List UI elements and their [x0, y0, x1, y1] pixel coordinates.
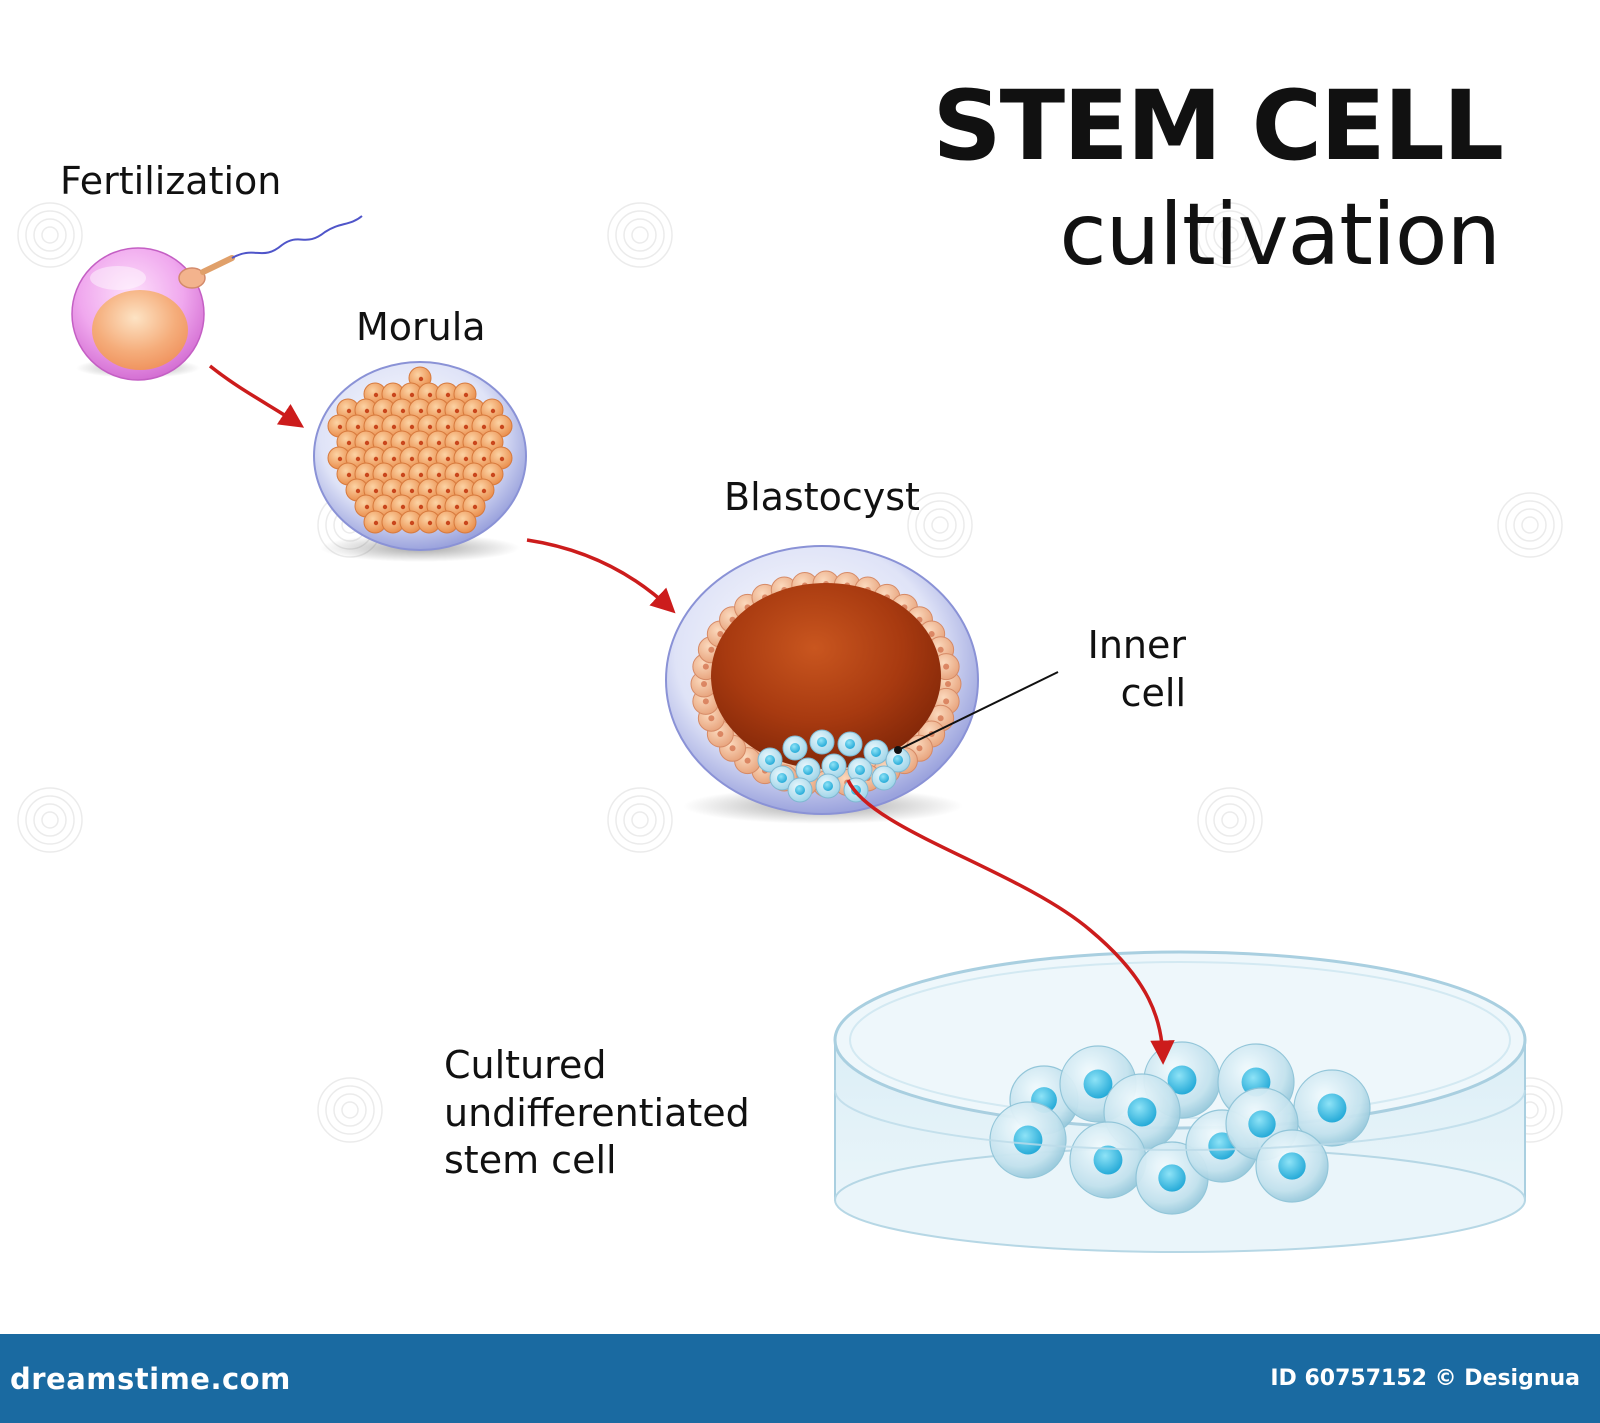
watermark-spiral-icon	[907, 492, 973, 558]
morula-icon	[313, 361, 527, 562]
sperm-icon	[178, 215, 363, 289]
footer-brand[interactable]: dreamstime.com	[10, 1362, 291, 1396]
arrow-fertilization-to-morula	[208, 364, 305, 428]
arrow-morula-to-blastocyst	[526, 538, 676, 614]
label-fertilization: Fertilization	[60, 159, 282, 203]
watermark-spiral-icon	[317, 1077, 383, 1143]
watermark-spiral-icon	[17, 787, 83, 853]
label-cultured-stem-cell: Cultured undifferentiated stem cell	[444, 1042, 750, 1185]
watermark-spiral-icon	[1197, 787, 1263, 853]
footer-credit: ID 60757152 © Designua	[1270, 1366, 1580, 1391]
title-sub: cultivation	[1059, 185, 1501, 285]
label-cultured-line-2: undifferentiated	[444, 1090, 750, 1135]
watermark-spiral-icon	[607, 202, 673, 268]
inner-cell-pointer	[897, 671, 1059, 751]
label-inner-cell-line-1: Inner	[1087, 623, 1186, 667]
watermark-spiral-icon	[1197, 202, 1263, 268]
watermark-spiral-icon	[1497, 492, 1563, 558]
blastocyst-icon	[665, 545, 979, 824]
watermark-spiral-icon	[17, 202, 83, 268]
label-morula: Morula	[356, 305, 486, 349]
label-blastocyst: Blastocyst	[724, 475, 920, 519]
label-inner-cell: Inner cell	[1040, 622, 1186, 717]
petri-dish-icon	[833, 950, 1527, 1253]
egg-cell-icon	[71, 247, 205, 381]
label-cultured-line-1: Cultured	[444, 1043, 607, 1087]
footer-bar: dreamstime.com ID 60757152 © Designua	[0, 1334, 1600, 1423]
diagram-stage: STEM CELL cultivation Fertilization Moru…	[17, 70, 1563, 1253]
watermark-spiral-icon	[607, 787, 673, 853]
diagram-artwork	[17, 202, 1563, 1253]
label-inner-cell-line-2: cell	[1120, 670, 1186, 715]
arrow-inner-cell-to-dish	[846, 779, 1175, 1065]
title-main: STEM CELL	[932, 70, 1504, 182]
label-cultured-line-3: stem cell	[444, 1138, 617, 1182]
